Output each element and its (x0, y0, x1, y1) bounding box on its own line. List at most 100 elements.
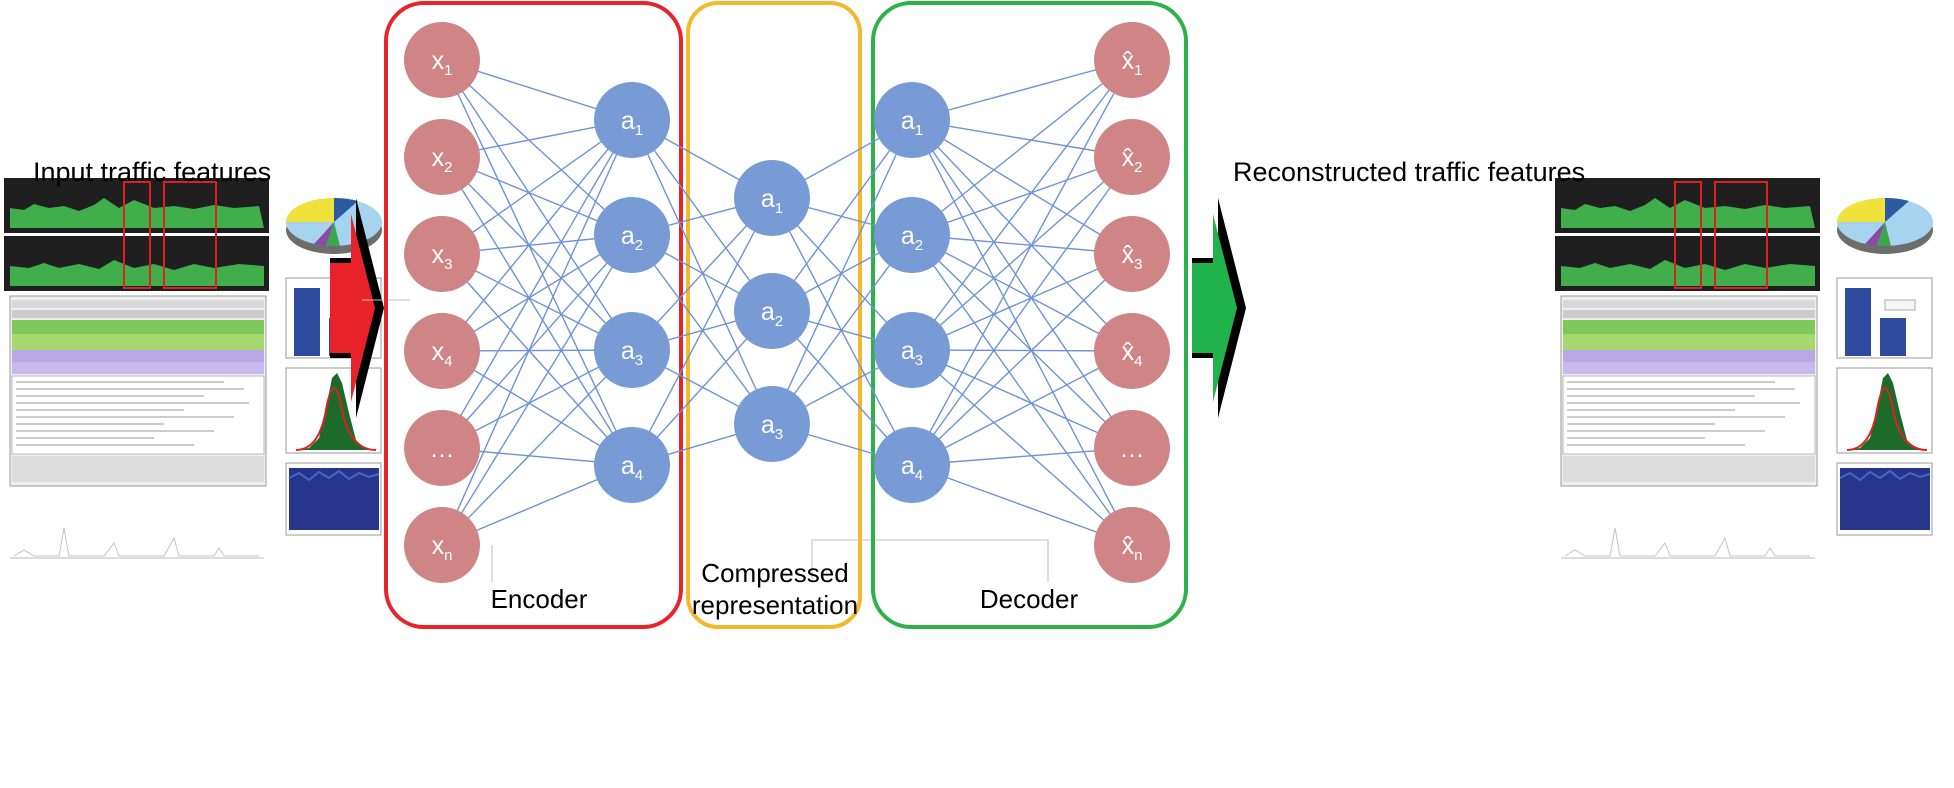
output-traffic-panel (1554, 177, 1934, 559)
output-node (1094, 410, 1170, 486)
edge-decoder-hidden-to-output (911, 156, 1133, 236)
input-title: Input traffic features (33, 157, 272, 187)
code-node-label: a2 (761, 298, 783, 330)
edge-code-to-decoder-hidden (771, 197, 913, 466)
decoder-label: Decoder (979, 584, 1079, 614)
edge-encoder-hidden-to-code (631, 119, 773, 425)
edge-decoder-hidden-to-output (911, 119, 1133, 449)
encoder-box (384, 1, 683, 629)
output-node-label: x̂4 (1122, 338, 1143, 370)
edge-decoder-hidden-to-output (911, 119, 1133, 546)
input-node-label: xn (432, 532, 453, 564)
compressed-label: Compressed representation (688, 557, 862, 621)
output-node (1094, 313, 1170, 389)
edge-decoder-hidden-to-output (911, 464, 1133, 546)
edge-input-to-encoder-hidden (441, 59, 633, 466)
encoder-hidden-node-label: a3 (621, 337, 643, 369)
edge-encoder-hidden-to-code (631, 119, 773, 312)
decoder-hidden-node-label: a2 (901, 222, 923, 254)
edge-code-to-decoder-hidden (771, 119, 913, 425)
edge-decoder-hidden-to-output (911, 350, 1133, 466)
input-node (404, 313, 480, 389)
decoder-hidden-node-label: a3 (901, 337, 923, 369)
edge-input-to-encoder-hidden (441, 119, 633, 352)
output-node (1094, 216, 1170, 292)
edge-input-to-encoder-hidden (441, 349, 633, 546)
encoder-hidden-node (594, 427, 670, 503)
input-node (404, 22, 480, 98)
edge-decoder-hidden-to-output (911, 59, 1133, 351)
encoder-hidden-node (594, 197, 670, 273)
edge-input-to-encoder-hidden (441, 156, 633, 466)
edge-decoder-hidden-to-output (911, 253, 1133, 466)
compressed-box (686, 1, 862, 629)
output-node-label: x̂1 (1122, 47, 1143, 79)
edge-decoder-hidden-to-output (911, 349, 1133, 449)
decoder-hidden-node (874, 427, 950, 503)
compressed-label-line1: Compressed (701, 558, 849, 588)
edge-input-to-encoder-hidden (441, 119, 633, 546)
decoder-hidden-node (874, 197, 950, 273)
decoder-hidden-node (874, 312, 950, 388)
edge-code-to-decoder-hidden (771, 234, 913, 425)
edge-decoder-hidden-to-output (911, 119, 1133, 352)
output-node-label: x̂2 (1122, 144, 1143, 176)
decoder-hidden-node-label: a4 (901, 452, 923, 484)
output-node (1094, 507, 1170, 583)
input-traffic-panel (3, 177, 383, 559)
edge-encoder-hidden-to-code (631, 197, 773, 466)
edge-decoder-hidden-to-output (911, 59, 1133, 236)
edge-decoder-hidden-to-output (911, 59, 1133, 466)
input-node (404, 119, 480, 195)
edge-input-to-encoder-hidden (441, 119, 633, 449)
output-arrow-fill (1192, 214, 1237, 402)
input-node-label: x2 (432, 144, 453, 176)
encoder-hidden-node (594, 82, 670, 158)
edge-decoder-hidden-to-output (911, 234, 1133, 546)
code-node (734, 273, 810, 349)
encoder-hidden-node-label: a1 (621, 107, 643, 139)
decoder-hidden-node (874, 82, 950, 158)
input-node (404, 507, 480, 583)
edge-decoder-hidden-to-output (911, 253, 1133, 351)
output-node-label: x̂n (1122, 532, 1143, 564)
edge-input-to-encoder-hidden (441, 234, 633, 449)
edge-input-to-encoder-hidden (441, 119, 633, 255)
edge-encoder-hidden-to-code (631, 234, 773, 425)
edge-input-to-encoder-hidden (441, 59, 633, 351)
edge-decoder-hidden-to-output (911, 156, 1133, 351)
output-node-label: … (1120, 435, 1145, 463)
output-node-label: x̂3 (1122, 241, 1143, 273)
edge-input-to-encoder-hidden (441, 156, 633, 351)
input-node (404, 216, 480, 292)
input-node-label: x4 (432, 338, 453, 370)
edge-input-to-encoder-hidden (441, 253, 633, 466)
edge-decoder-hidden-to-output (911, 349, 1133, 546)
edge-input-to-encoder-hidden (441, 59, 633, 236)
edge-decoder-hidden-to-output (911, 156, 1133, 466)
compressed-label-line2: representation (691, 590, 859, 620)
code-node (734, 386, 810, 462)
code-node (734, 160, 810, 236)
input-node-label: x3 (432, 241, 453, 273)
code-node-label: a3 (761, 411, 783, 443)
network-nodes: x1 x2 x3 x4 … xn a1 a2 a3 a4 a1 a2 a3 a1 a2 a3 a4 x̂1 x̂2 x… (404, 22, 1170, 583)
encoder-hidden-node-label: a4 (621, 452, 643, 484)
encoder-label: Encoder (490, 584, 588, 614)
edge-input-to-encoder-hidden (441, 234, 633, 546)
input-node-label: … (430, 435, 455, 463)
output-title: Reconstructed traffic features (1233, 157, 1586, 187)
edge-decoder-hidden-to-output (911, 234, 1133, 449)
input-node (404, 410, 480, 486)
encoder-hidden-node (594, 312, 670, 388)
output-node (1094, 119, 1170, 195)
encoder-hidden-node-label: a2 (621, 222, 643, 254)
code-node-label: a1 (761, 185, 783, 217)
decoder-box (871, 1, 1188, 629)
edge-decoder-hidden-to-output (911, 119, 1133, 255)
decoder-hidden-node-label: a1 (901, 107, 923, 139)
edge-decoder-hidden-to-output (911, 59, 1133, 121)
input-node-label: x1 (432, 47, 453, 79)
output-node (1094, 22, 1170, 98)
